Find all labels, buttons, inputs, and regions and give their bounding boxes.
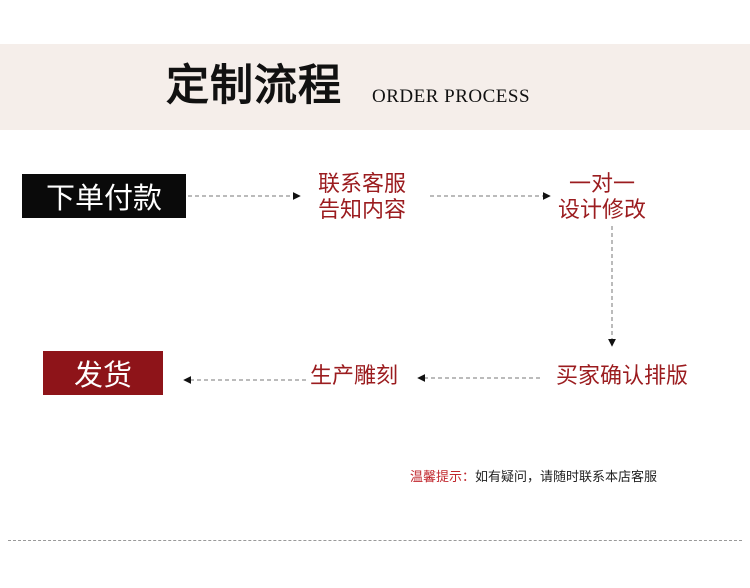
end-step-box: 发货 <box>43 351 163 395</box>
step-design-revision: 一对一 设计修改 <box>558 172 646 224</box>
start-step-box: 下单付款 <box>22 174 186 218</box>
step-design-revision-line2: 设计修改 <box>558 198 647 223</box>
step-contact-service: 联系客服 告知内容 <box>318 172 406 224</box>
step-contact-service-line2: 告知内容 <box>318 198 407 223</box>
tip-note: 温馨提示：如有疑问，请随时联系本店客服 <box>410 466 657 485</box>
step-design-revision-line1: 一对一 <box>569 172 636 197</box>
page-subtitle: ORDER PROCESS <box>372 86 531 107</box>
page-title: 定制流程 <box>166 61 342 111</box>
tip-text: 如有疑问，请随时联系本店客服 <box>475 470 658 485</box>
bottom-divider <box>8 540 742 541</box>
step-production: 生产雕刻 <box>310 364 399 389</box>
tip-label: 温馨提示： <box>410 470 476 485</box>
step-buyer-confirm: 买家确认排版 <box>556 364 689 389</box>
step-contact-service-line1: 联系客服 <box>318 172 407 197</box>
header-banner <box>0 44 750 130</box>
